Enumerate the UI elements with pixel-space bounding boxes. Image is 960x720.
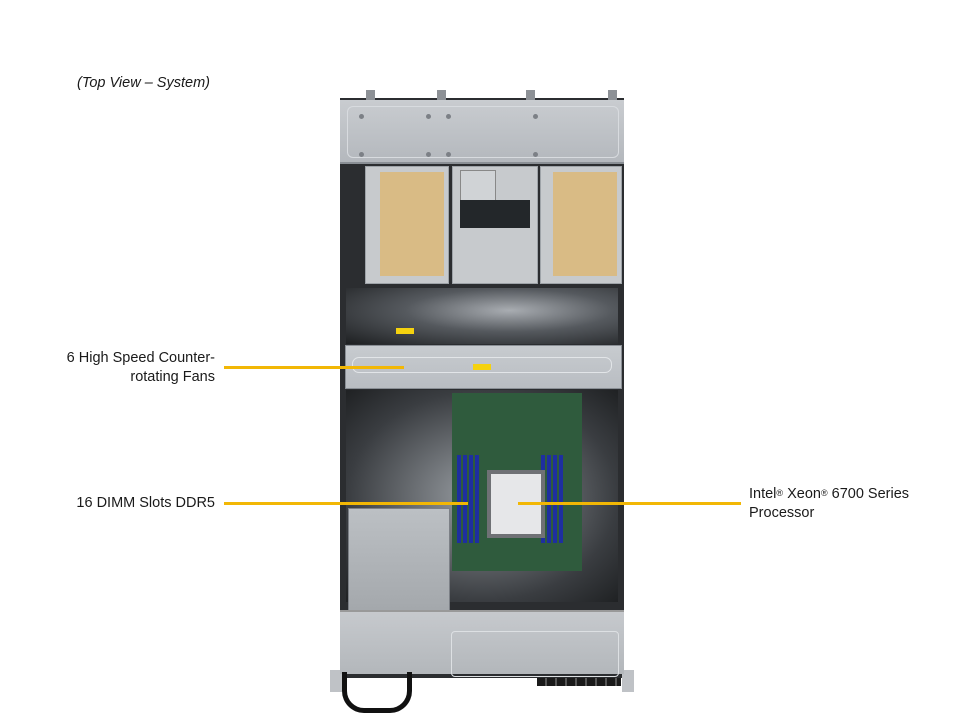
cpu-brand: Intel	[749, 486, 777, 502]
dimm-slot	[457, 455, 461, 543]
registered-mark: ®	[820, 488, 828, 498]
chassis-tab	[437, 90, 446, 102]
rear-top-cover	[340, 100, 624, 164]
callout-cpu-line2: Processor	[749, 505, 815, 521]
callout-fans-line1: 6 High Speed Counter-	[66, 350, 215, 366]
callout-cpu-line1: Intel® Xeon® 6700 Series	[749, 485, 949, 504]
leader-line-cpu	[518, 502, 741, 505]
leader-line-dimm	[224, 502, 468, 505]
cpu-series: 6700 Series	[827, 486, 910, 502]
screw-icon	[426, 114, 431, 119]
screw-icon	[359, 152, 364, 157]
callout-fans-line2: rotating Fans	[130, 369, 215, 385]
rack-ear-right	[622, 670, 634, 692]
leader-line-fans	[224, 366, 404, 369]
dimm-slot	[463, 455, 467, 543]
gpu-card-left	[380, 172, 444, 276]
callout-dimm: 16 DIMM Slots DDR5	[76, 495, 215, 511]
registered-mark: ®	[776, 488, 784, 498]
front-vent	[537, 678, 621, 686]
callout-fans: 6 High Speed Counter- rotating Fans	[40, 349, 215, 387]
cable-area	[346, 288, 618, 344]
dimm-slot	[559, 455, 563, 543]
chassis-tab	[526, 90, 535, 102]
fan-bracket-slot	[352, 357, 612, 373]
rack-ear-left	[330, 670, 342, 692]
power-cable	[342, 672, 412, 713]
gpu-card-right	[553, 172, 617, 276]
callout-cpu: Intel® Xeon® 6700 Series Processor	[749, 485, 949, 523]
screw-icon	[426, 152, 431, 157]
rear-cover-inset	[347, 106, 619, 158]
dimm-slot	[475, 455, 479, 543]
front-cover	[340, 610, 624, 674]
screw-icon	[359, 114, 364, 119]
screw-icon	[533, 152, 538, 157]
dimm-slot	[553, 455, 557, 543]
cpu-family: Xeon	[783, 486, 821, 502]
dimm-slot	[469, 455, 473, 543]
dimm-slot	[547, 455, 551, 543]
nic-card	[460, 200, 530, 228]
chassis-tab	[366, 90, 375, 102]
screw-icon	[533, 114, 538, 119]
nic-heatsink	[460, 170, 496, 202]
screw-icon	[446, 152, 451, 157]
drive-cage	[348, 508, 450, 615]
screw-icon	[446, 114, 451, 119]
warning-label	[473, 364, 491, 370]
view-caption: (Top View – System)	[77, 75, 210, 91]
warning-label	[396, 328, 414, 334]
front-cover-inset	[451, 631, 619, 677]
chassis-tab	[608, 90, 617, 102]
